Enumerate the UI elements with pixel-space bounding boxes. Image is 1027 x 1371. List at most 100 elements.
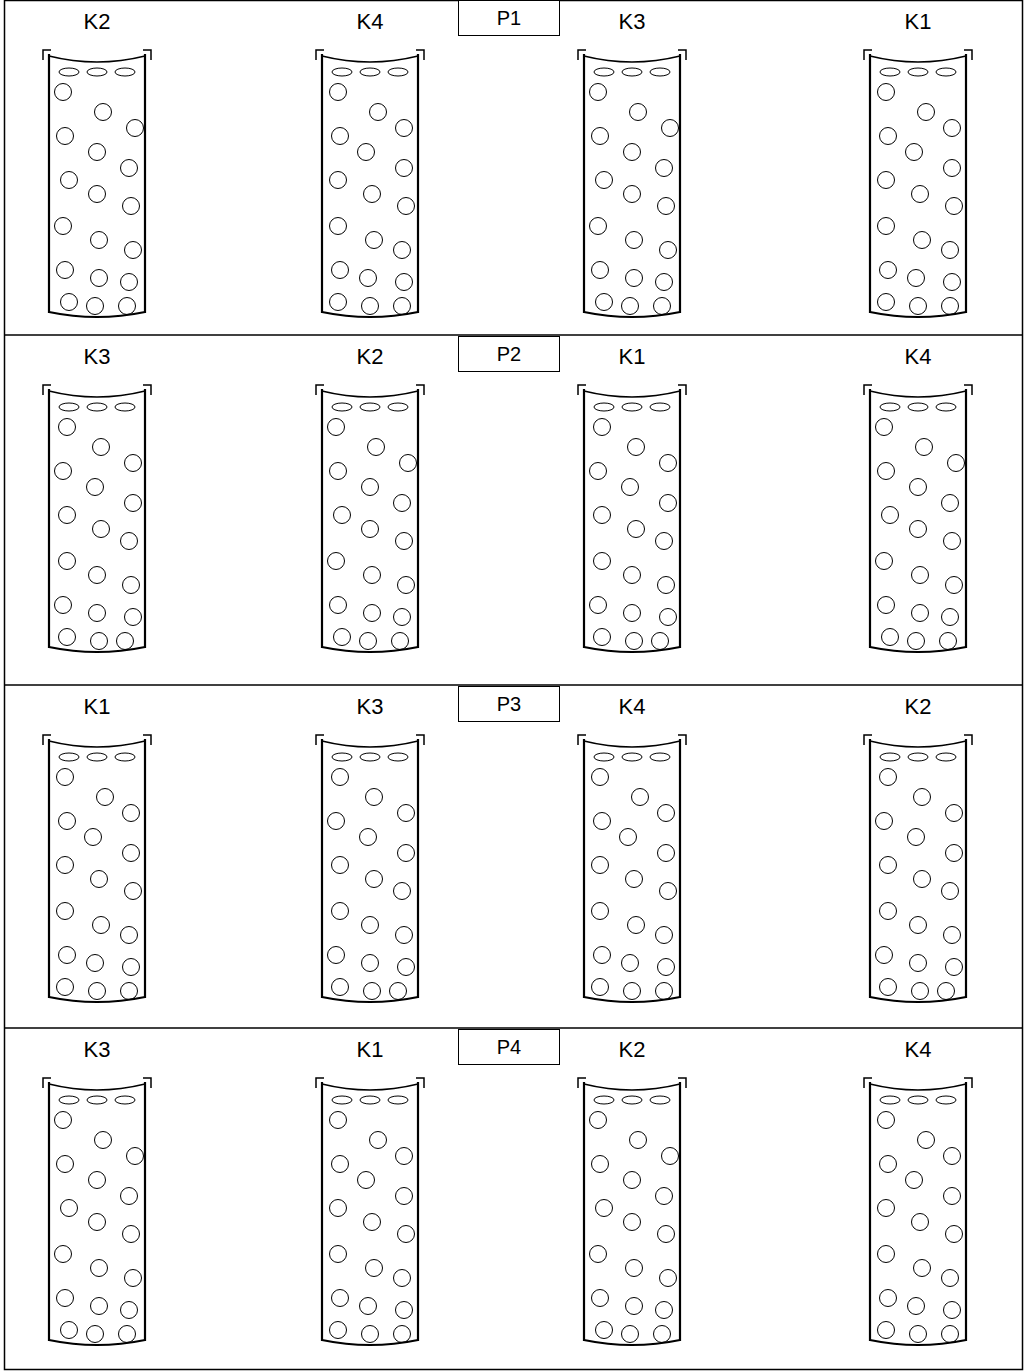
- bead: [656, 274, 673, 291]
- bead: [362, 1326, 379, 1343]
- bead: [878, 597, 895, 614]
- bead: [398, 845, 415, 862]
- bead: [57, 262, 74, 279]
- bead: [942, 298, 959, 315]
- bead: [366, 232, 383, 249]
- bead: [592, 1156, 609, 1173]
- bead: [121, 160, 138, 177]
- surface-bead: [936, 68, 956, 76]
- surface-bead: [115, 403, 135, 411]
- bead: [630, 104, 647, 121]
- bead: [880, 262, 897, 279]
- beaker-wall: [49, 1082, 145, 1345]
- bead: [93, 521, 110, 538]
- bead: [656, 1302, 673, 1319]
- bead: [57, 128, 74, 145]
- surface-bead: [880, 403, 900, 411]
- bead: [944, 1148, 961, 1165]
- bead: [660, 495, 677, 512]
- bead: [596, 172, 613, 189]
- bead: [370, 1132, 387, 1149]
- bead: [97, 789, 114, 806]
- bead: [396, 1148, 413, 1165]
- bead: [330, 1246, 347, 1263]
- surface-bead: [332, 403, 352, 411]
- bead: [332, 769, 349, 786]
- surface-bead: [388, 1096, 408, 1104]
- beaker-drawing: [310, 729, 430, 1013]
- bead: [55, 463, 72, 480]
- bead: [908, 633, 925, 650]
- surface-bead: [622, 403, 642, 411]
- bead: [882, 629, 899, 646]
- bead: [654, 298, 671, 315]
- bead: [910, 955, 927, 972]
- bead: [878, 172, 895, 189]
- bead: [626, 1260, 643, 1277]
- bead: [942, 609, 959, 626]
- beaker-drawing: [37, 379, 157, 663]
- bead: [121, 983, 138, 1000]
- bead: [592, 262, 609, 279]
- bead: [59, 947, 76, 964]
- bead: [624, 567, 641, 584]
- bead: [656, 1188, 673, 1205]
- beaker-label: K3: [37, 343, 157, 373]
- bead: [330, 172, 347, 189]
- surface-bead: [59, 1096, 79, 1104]
- bead: [660, 1270, 677, 1287]
- bead: [57, 769, 74, 786]
- bead: [360, 829, 377, 846]
- surface-bead: [650, 68, 670, 76]
- beaker-label: K2: [572, 1036, 692, 1066]
- plate-label: P4: [497, 1036, 521, 1059]
- beaker-wall: [584, 1082, 680, 1345]
- bead: [910, 917, 927, 934]
- bead: [942, 242, 959, 259]
- bead: [876, 553, 893, 570]
- surface-bead: [594, 403, 614, 411]
- liquid-surface: [870, 391, 966, 397]
- beaker-label: K2: [858, 693, 978, 723]
- bead: [912, 567, 929, 584]
- bead: [127, 1148, 144, 1165]
- bead: [400, 455, 417, 472]
- beaker: K4: [858, 1036, 978, 1356]
- beaker-lip: [43, 1078, 151, 1088]
- beaker-wall: [322, 1082, 418, 1345]
- liquid-surface: [49, 56, 145, 62]
- beaker-wall: [49, 389, 145, 652]
- bead: [914, 232, 931, 249]
- beaker-wall: [322, 389, 418, 652]
- beaker-drawing: [37, 1072, 157, 1356]
- surface-bead: [650, 1096, 670, 1104]
- beaker-label: K3: [310, 693, 430, 723]
- bead: [908, 1298, 925, 1315]
- bead: [946, 845, 963, 862]
- bead: [942, 1326, 959, 1343]
- bead: [396, 927, 413, 944]
- bead: [362, 479, 379, 496]
- bead: [912, 1214, 929, 1231]
- bead: [880, 857, 897, 874]
- beaker-label: K4: [858, 343, 978, 373]
- bead: [938, 983, 955, 1000]
- bead: [330, 1112, 347, 1129]
- bead: [89, 983, 106, 1000]
- bead: [360, 1298, 377, 1315]
- bead: [878, 1246, 895, 1263]
- bead: [396, 160, 413, 177]
- bead: [89, 186, 106, 203]
- bead: [55, 597, 72, 614]
- bead: [876, 419, 893, 436]
- bead: [394, 883, 411, 900]
- beaker-lip: [864, 50, 972, 60]
- bead: [121, 533, 138, 550]
- beaker-lip: [316, 735, 424, 745]
- bead: [940, 633, 957, 650]
- bead: [95, 1132, 112, 1149]
- bead: [332, 262, 349, 279]
- beaker: K3: [572, 8, 692, 328]
- surface-bead: [360, 753, 380, 761]
- bead: [912, 983, 929, 1000]
